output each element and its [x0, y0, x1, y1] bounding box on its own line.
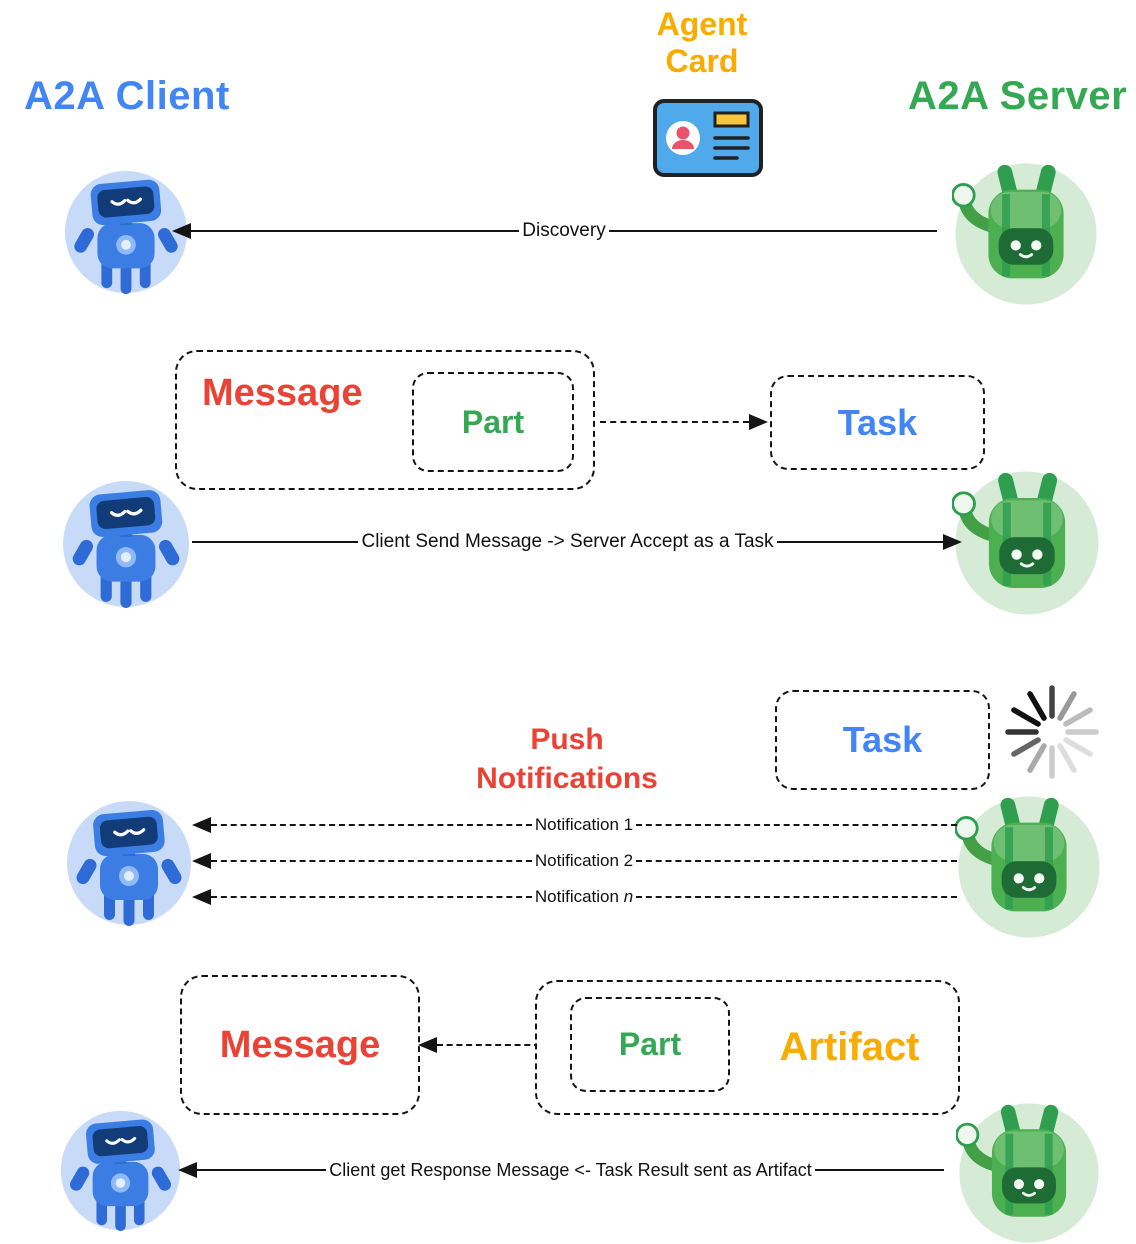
- id-card-icon: [652, 98, 764, 178]
- task-box-label: Task: [842, 719, 923, 760]
- processing-spinner-icon: [1000, 682, 1104, 782]
- part-box: Part: [570, 997, 730, 1092]
- arrow-line: [608, 230, 937, 232]
- client-robot-avatar: [60, 478, 192, 610]
- message-box-label: Message: [219, 1023, 381, 1066]
- arrowhead-right-icon: [749, 414, 768, 430]
- arrowhead-left-icon: [192, 889, 211, 905]
- task-box-label: Task: [837, 401, 918, 443]
- notification-2-label: Notification 2: [534, 851, 634, 870]
- client-title: A2A Client: [24, 74, 230, 118]
- agent-card-label-line1: Agent: [656, 6, 748, 42]
- arrowhead-left-icon: [418, 1037, 437, 1053]
- arrow-line: [636, 824, 957, 826]
- push-title-line2: Notifications: [476, 762, 658, 795]
- part-box-label: Part: [461, 403, 525, 440]
- agent-card-label-line2: Card: [665, 43, 739, 79]
- arrow-line: [814, 1169, 944, 1171]
- response-message-box: Message: [180, 975, 420, 1115]
- arrowhead-left-icon: [192, 817, 211, 833]
- discovery-arrow: Discovery: [172, 220, 937, 242]
- message-to-task-arrow: [600, 411, 768, 433]
- server-robot-avatar: [952, 160, 1100, 308]
- notification-arrow-2: Notification 2: [192, 850, 957, 872]
- client-robot-avatar: [58, 1108, 183, 1233]
- notification-arrow-n: Notification n: [192, 886, 958, 908]
- client-robot-avatar: [64, 798, 194, 928]
- part-box: Part: [412, 372, 574, 472]
- arrowhead-right-icon: [943, 534, 962, 550]
- arrow-line: [776, 541, 943, 543]
- arrow-line: [192, 541, 359, 543]
- server-title: A2A Server: [908, 74, 1128, 118]
- arrow-line: [197, 1169, 327, 1171]
- arrow-line: [437, 1044, 540, 1046]
- agent-card-label: Agent Card: [612, 6, 792, 80]
- arrow-line: [211, 824, 532, 826]
- push-title-line1: Push: [530, 723, 604, 756]
- arrowhead-left-icon: [172, 223, 191, 239]
- send-message-arrow: Client Send Message -> Server Accept as …: [192, 531, 962, 553]
- arrow-line: [191, 230, 520, 232]
- part-box-label: Part: [618, 1026, 682, 1062]
- arrowhead-left-icon: [192, 853, 211, 869]
- message-box: Message Part: [175, 350, 595, 490]
- notification-n-label: Notification n: [534, 887, 634, 906]
- arrow-line: [211, 896, 532, 898]
- send-message-arrow-label: Client Send Message -> Server Accept as …: [361, 531, 774, 552]
- message-box-label: Message: [202, 372, 363, 414]
- server-robot-avatar: [952, 468, 1102, 618]
- server-robot-avatar: [956, 1100, 1102, 1244]
- response-arrow: Client get Response Message <- Task Resu…: [178, 1159, 944, 1181]
- arrow-line: [636, 860, 957, 862]
- client-robot-avatar: [62, 168, 190, 296]
- push-notifications-title: Push Notifications: [397, 720, 737, 798]
- task-box-processing: Task: [775, 690, 990, 790]
- arrow-line: [600, 421, 749, 423]
- response-arrow-label: Client get Response Message <- Task Resu…: [329, 1159, 812, 1180]
- discovery-arrow-label: Discovery: [522, 220, 606, 241]
- arrow-line: [211, 860, 532, 862]
- arrowhead-left-icon: [178, 1162, 197, 1178]
- server-robot-avatar: [955, 793, 1103, 941]
- artifact-box-label: Artifact: [779, 1025, 920, 1069]
- notification-1-label: Notification 1: [534, 815, 634, 834]
- artifact-box: Part Artifact: [535, 980, 960, 1115]
- task-box: Task: [770, 375, 985, 470]
- arrow-line: [636, 896, 958, 898]
- artifact-to-message-arrow: [418, 1034, 540, 1056]
- notification-arrow-1: Notification 1: [192, 814, 957, 836]
